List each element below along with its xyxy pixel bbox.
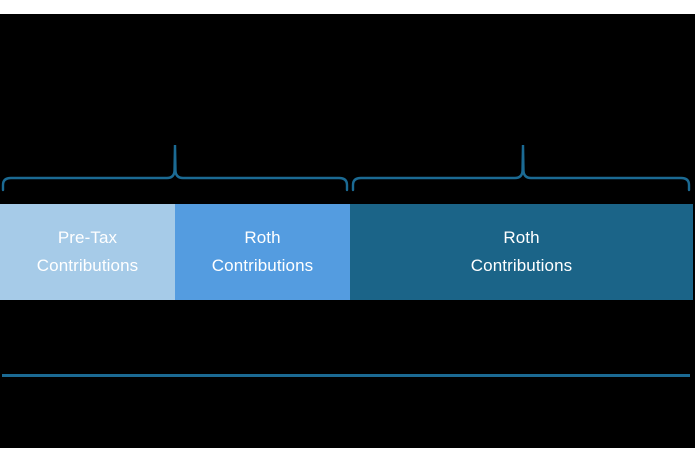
- bar-roth-dark-label-line2: Contributions: [470, 256, 573, 275]
- bar-roth-mid-label-line2: Contributions: [211, 256, 314, 275]
- contribution-bar-row: Pre-Tax Contributions Roth Contributions…: [0, 204, 695, 300]
- bar-pre-tax-label-line1: Pre-Tax: [57, 228, 118, 247]
- letterbox-strip-bottom: [0, 448, 695, 462]
- bar-roth-dark-label-line1: Roth: [503, 228, 540, 247]
- right-brace-icon: [351, 144, 691, 192]
- bar-pre-tax-label-line2: Contributions: [36, 256, 139, 275]
- bar-roth-contributions-mid[interactable]: Roth Contributions: [175, 204, 350, 300]
- bar-pre-tax-contributions[interactable]: Pre-Tax Contributions: [0, 204, 175, 300]
- horizontal-rule: [2, 374, 690, 377]
- bar-roth-contributions-dark[interactable]: Roth Contributions: [350, 204, 693, 300]
- left-brace-icon: [1, 144, 349, 192]
- letterbox-strip-top: [0, 0, 695, 14]
- bar-roth-mid-label-line1: Roth: [244, 228, 281, 247]
